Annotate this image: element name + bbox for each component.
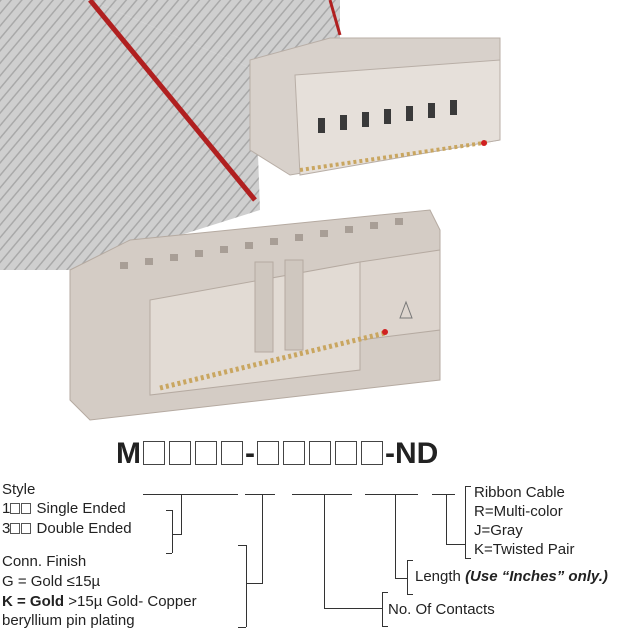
contacts-label: No. Of Contacts xyxy=(388,601,495,618)
ribbon-cable-illustration xyxy=(0,0,501,421)
ribbon-title: Ribbon Cable xyxy=(474,484,565,501)
length-note: (Use “Inches” only.) xyxy=(465,568,608,585)
length-label: Length (Use “Inches” only.) xyxy=(415,568,608,586)
length-text: Length xyxy=(415,568,461,585)
style-option-double: 3 Double Ended xyxy=(2,520,132,538)
code-box xyxy=(221,441,243,465)
style-label: Double Ended xyxy=(36,520,132,537)
conn-finish-gold-heavy: K = Gold >15µ Gold- Copper xyxy=(2,593,197,611)
part-number-suffix: -ND xyxy=(385,437,439,470)
conn-finish-title: Conn. Finish xyxy=(2,553,87,570)
conn-finish-desc: >15µ Gold- Copper xyxy=(64,593,197,610)
part-number-template: M - -ND xyxy=(116,437,438,471)
style-label: Single Ended xyxy=(36,500,126,517)
code-box xyxy=(143,441,165,465)
style-title: Style xyxy=(2,481,36,498)
conn-finish-code: K = Gold xyxy=(2,593,65,610)
ribbon-option: J=Gray xyxy=(474,522,523,539)
code-box xyxy=(309,441,331,465)
code-box xyxy=(361,441,383,465)
code-box xyxy=(283,441,305,465)
conn-finish-plating: beryllium pin plating xyxy=(2,612,135,629)
style-code: 1 xyxy=(2,500,11,517)
code-box xyxy=(257,441,279,465)
code-box xyxy=(195,441,217,465)
code-box xyxy=(335,441,357,465)
ribbon-option: R=Multi-color xyxy=(474,503,563,520)
connector-upper xyxy=(249,37,501,176)
style-option-single: 1 Single Ended xyxy=(2,500,126,518)
code-box xyxy=(10,523,21,534)
code-box xyxy=(169,441,191,465)
part-number-separator: - xyxy=(245,437,255,470)
code-box xyxy=(10,503,21,514)
code-box xyxy=(21,523,32,534)
code-box xyxy=(21,503,32,514)
conn-finish-gold: G = Gold ≤15µ xyxy=(2,573,101,590)
ribbon-option: K=Twisted Pair xyxy=(474,541,575,558)
part-number-prefix: M xyxy=(116,437,141,470)
style-code: 3 xyxy=(2,520,11,537)
ribbon-cable-lower xyxy=(0,0,260,270)
connector-lower xyxy=(69,209,441,421)
